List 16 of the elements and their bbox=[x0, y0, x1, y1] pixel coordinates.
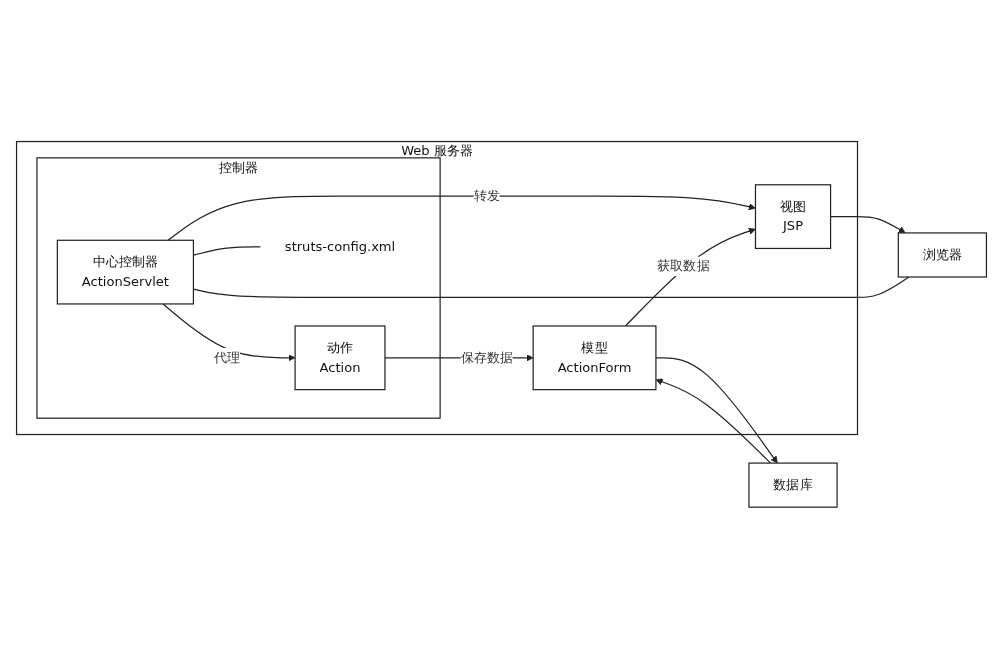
arrow bbox=[624, 227, 756, 327]
node-box: 中心控制器 ActionServlet bbox=[56, 239, 195, 305]
node-text: struts-config.xml bbox=[284, 238, 396, 254]
edge-label: 转发 bbox=[473, 187, 500, 204]
edge-label: 代理 bbox=[213, 349, 240, 365]
arrow bbox=[655, 378, 772, 464]
node-box: 浏览器 bbox=[897, 232, 988, 278]
node-box: 数据库 bbox=[748, 462, 838, 508]
arrow bbox=[655, 356, 778, 464]
edge-label: 获取数据 bbox=[657, 257, 710, 274]
node-box: 模型 ActionForm bbox=[532, 325, 657, 390]
edge-label: 保存数据 bbox=[460, 349, 513, 365]
arrow bbox=[162, 303, 296, 362]
arrow bbox=[167, 195, 756, 241]
node-box: 视图 JSP bbox=[754, 183, 832, 249]
node-box: 动作 Action bbox=[294, 325, 386, 390]
